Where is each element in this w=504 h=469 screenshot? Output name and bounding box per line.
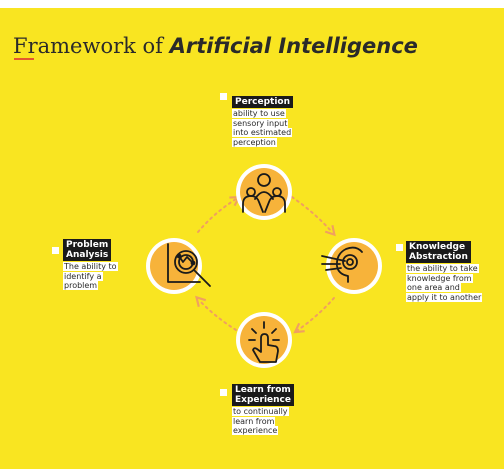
learn-bullet bbox=[220, 389, 227, 396]
learn-name-line: Experience bbox=[235, 395, 291, 405]
problem-desc: The ability to identify a problem bbox=[63, 262, 118, 291]
problem-desc-line: problem bbox=[63, 281, 99, 290]
learn-label: Learn from Experience to continually lea… bbox=[232, 384, 294, 436]
problem-name: Problem Analysis bbox=[63, 239, 112, 261]
knowledge-name-line: Abstraction bbox=[409, 252, 468, 262]
problem-magnifier-chart-icon bbox=[167, 243, 211, 287]
knowledge-desc: the ability to take knowledge from one a… bbox=[406, 264, 483, 302]
perception-bullet bbox=[220, 93, 227, 100]
problem-bullet bbox=[52, 247, 59, 254]
perception-desc-line: perception bbox=[232, 137, 277, 147]
problem-label: Problem Analysis The ability to identify… bbox=[63, 239, 118, 291]
perception-name: Perception bbox=[232, 96, 293, 108]
perception-name-line: Perception bbox=[235, 97, 290, 107]
perception-label: Perception ability to use sensory input … bbox=[232, 89, 293, 147]
arrow-problem-to-perception bbox=[197, 195, 241, 233]
knowledge-bullet bbox=[396, 244, 403, 251]
title-regular: Framework of bbox=[13, 34, 170, 58]
learn-name: Learn from Experience bbox=[232, 384, 294, 406]
knowledge-node bbox=[321, 238, 382, 294]
arrow-learn-to-problem bbox=[195, 295, 237, 331]
perception-desc-line: into estimated bbox=[232, 128, 293, 137]
knowledge-desc-line: the ability to take bbox=[406, 264, 479, 273]
knowledge-desc-line: apply it to another bbox=[406, 292, 483, 302]
arrow-perception-to-knowledge bbox=[291, 196, 336, 237]
knowledge-name-line: Knowledge bbox=[409, 242, 466, 252]
problem-desc-line: The ability to bbox=[63, 262, 118, 271]
title-underline bbox=[14, 58, 34, 60]
problem-desc-line: identify a bbox=[63, 271, 103, 281]
learn-click-hand-icon bbox=[248, 321, 280, 363]
perception-node bbox=[236, 164, 292, 220]
learn-desc: to continually learn from experience bbox=[232, 407, 294, 436]
problem-node bbox=[146, 238, 211, 294]
page-title: Framework of Artificial Intelligence bbox=[13, 34, 418, 58]
knowledge-desc-line: knowledge from bbox=[406, 273, 473, 283]
learn-desc-line: experience bbox=[232, 426, 279, 435]
perception-head-icon bbox=[242, 173, 286, 213]
perception-desc-line: ability to use bbox=[232, 109, 286, 118]
arrow-knowledge-to-learn bbox=[293, 297, 335, 334]
perception-desc: ability to use sensory input into estima… bbox=[232, 109, 293, 147]
top-border bbox=[0, 0, 504, 8]
knowledge-desc-line: one area and bbox=[406, 283, 461, 292]
problem-name-line: Analysis bbox=[66, 250, 109, 260]
learn-desc-line: learn from bbox=[232, 416, 276, 426]
knowledge-label: Knowledge Abstraction the ability to tak… bbox=[406, 241, 483, 302]
problem-name-line: Problem bbox=[66, 240, 109, 250]
learn-node bbox=[236, 312, 292, 368]
title-emphasis: Artificial Intelligence bbox=[169, 34, 418, 58]
cycle-arrows bbox=[195, 195, 336, 334]
perception-desc-line: sensory input bbox=[232, 118, 289, 128]
knowledge-head-target-icon bbox=[321, 246, 363, 283]
knowledge-name: Knowledge Abstraction bbox=[406, 241, 471, 263]
learn-name-line: Learn from bbox=[235, 385, 291, 395]
learn-desc-line: to continually bbox=[232, 407, 289, 416]
